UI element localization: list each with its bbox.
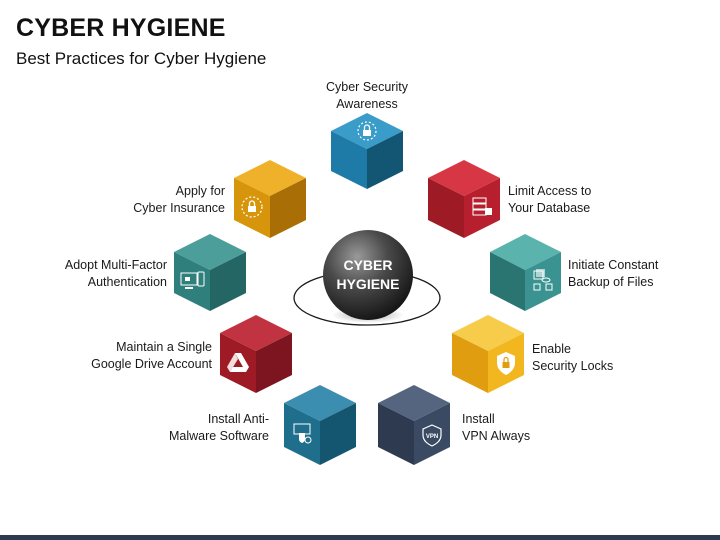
- label-multifactor: Adopt Multi-Factor Authentication: [64, 258, 167, 289]
- center-label: CYBER HYGIENE: [326, 256, 410, 294]
- label-google-drive: Maintain a Single Google Drive Account: [91, 340, 212, 371]
- shield-lock-icon: [497, 352, 515, 375]
- cube-antimalware: [284, 385, 356, 465]
- center-sphere: [323, 230, 413, 320]
- cube-security-locks: [452, 315, 524, 393]
- footer-bar: [0, 535, 720, 540]
- page-title: CYBER HYGIENE: [16, 14, 226, 42]
- label-security-locks: Enable Security Locks: [532, 342, 614, 373]
- backup-files-icon: [533, 269, 553, 291]
- insurance-lock-icon: [241, 196, 263, 218]
- antimalware-icon: [293, 423, 312, 444]
- label-vpn: Install VPN Always: [462, 412, 531, 443]
- database-server-icon: [472, 197, 492, 216]
- cube-vpn: VPN: [378, 385, 450, 465]
- center-label-line2: HYGIENE: [336, 276, 400, 292]
- cube-cyber-security-awareness: [331, 113, 403, 189]
- label-antimalware: Install Anti- Malware Software: [168, 412, 269, 443]
- cube-multifactor: [174, 234, 246, 311]
- cube-backup-files: [490, 234, 561, 311]
- multifactor-auth-icon: [180, 271, 205, 289]
- label-cyber-insurance: Apply for Cyber Insurance: [133, 184, 225, 215]
- label-limit-access: Limit Access to Your Database: [508, 184, 592, 215]
- cube-cyber-insurance: [234, 160, 306, 238]
- vpn-shield-icon: VPN: [422, 424, 442, 447]
- cube-limit-access: [428, 160, 500, 238]
- center-label-line1: CYBER: [343, 257, 393, 273]
- label-backup-files: Initiate Constant Backup of Files: [568, 258, 659, 289]
- lock-shield-icon: [357, 121, 377, 141]
- cube-google-drive: [220, 315, 292, 393]
- google-drive-icon: [227, 353, 249, 372]
- center-hub: [293, 230, 441, 326]
- label-cyber-security-awareness: Cyber Security Awareness: [326, 80, 408, 111]
- svg-text:VPN: VPN: [426, 434, 438, 440]
- page-subtitle: Best Practices for Cyber Hygiene: [16, 49, 267, 68]
